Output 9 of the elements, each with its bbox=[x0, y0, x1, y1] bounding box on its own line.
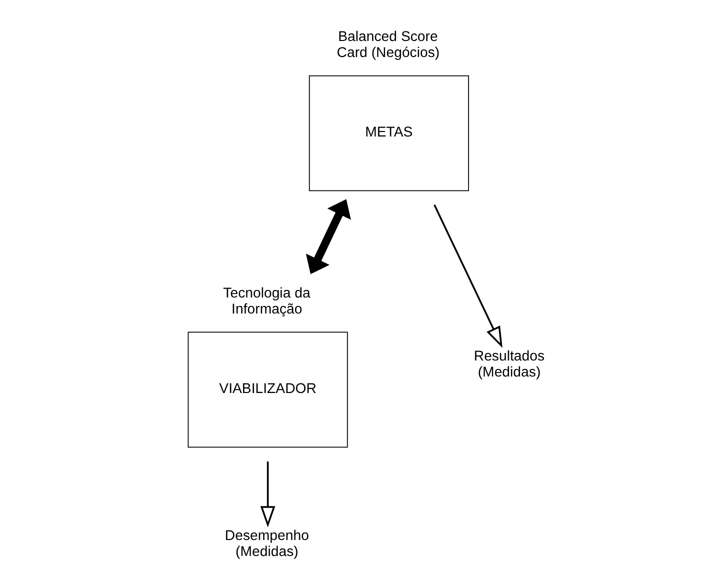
arrow bbox=[305, 199, 350, 274]
node-box: METAS bbox=[308, 75, 468, 192]
node-box: VIABILIZADOR bbox=[187, 332, 348, 448]
node-text: Desempenho (Medidas) bbox=[224, 526, 308, 559]
node-label: Tecnologia da Informação bbox=[222, 284, 310, 316]
node-text: Resultados (Medidas) bbox=[473, 347, 544, 380]
arrow bbox=[260, 461, 275, 528]
node-label: Balanced Score Card (Negócios) bbox=[336, 28, 440, 60]
arrow bbox=[433, 204, 502, 348]
